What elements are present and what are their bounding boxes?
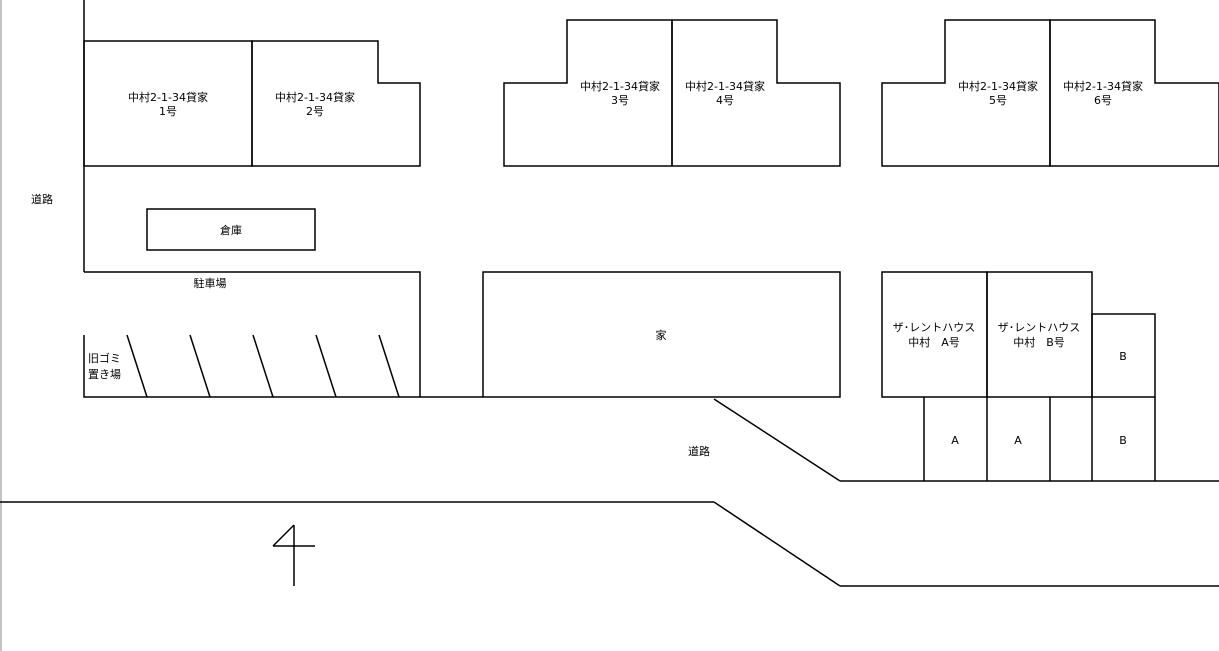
unit-2-outline xyxy=(251,40,421,167)
unit-6-name: 中村2-1-34貸家 xyxy=(1063,79,1143,93)
unit-4-name: 中村2-1-34貸家 xyxy=(685,79,765,93)
rent-house-b-number: 中村 B号 xyxy=(1013,335,1065,349)
road-label-left: 道路 xyxy=(31,192,53,206)
parking-stall-line xyxy=(189,334,211,398)
unit-2-name: 中村2-1-34貸家 xyxy=(275,90,355,104)
unit-2-number: 2号 xyxy=(306,105,324,118)
unit-3-name: 中村2-1-34貸家 xyxy=(580,79,660,93)
unit-4-outline xyxy=(671,19,841,167)
warehouse-label: 倉庫 xyxy=(220,223,242,237)
unit-1-name: 中村2-1-34貸家 xyxy=(128,90,208,104)
rent-house-a-number: 中村 A号 xyxy=(908,335,960,349)
unit-1-number: 1号 xyxy=(159,105,177,118)
parking-stall-line xyxy=(378,334,400,398)
unit-3-number: 3号 xyxy=(611,94,629,107)
unit-4-number: 4号 xyxy=(716,94,734,107)
slot-a2-label: A xyxy=(1014,434,1022,447)
unit-5-outline xyxy=(881,19,1051,167)
old-trash-label-2: 置き場 xyxy=(88,368,121,381)
rent-house-a-name: ザ･レントハウス xyxy=(893,321,976,334)
unit-3-outline xyxy=(503,19,673,167)
rent-house-a-outline xyxy=(881,271,988,398)
slot-b-top-label: B xyxy=(1119,350,1127,363)
parking-slot-b-top xyxy=(1091,313,1156,398)
house-label: 家 xyxy=(656,328,667,342)
rent-house-b-name: ザ･レントハウス xyxy=(998,321,1081,334)
parking-stall-line xyxy=(315,334,337,398)
parking-stall-line xyxy=(126,334,148,398)
house-outline xyxy=(482,271,841,398)
road-edge-bottom-diagonal xyxy=(713,501,841,587)
old-trash-label-1: 旧ゴミ xyxy=(88,351,121,365)
road-label-bottom: 道路 xyxy=(688,444,710,458)
parking-label: 駐車場 xyxy=(194,276,227,290)
parking-stall-line xyxy=(252,334,274,398)
slot-b-bottom-label: B xyxy=(1119,434,1127,447)
slot-a1-label: A xyxy=(951,434,959,447)
rent-house-b-outline xyxy=(986,271,1093,398)
unit-5-name: 中村2-1-34貸家 xyxy=(958,79,1038,93)
unit-6-outline xyxy=(1049,19,1219,167)
warehouse-outline xyxy=(146,208,316,251)
parking-outline xyxy=(83,271,421,398)
unit-5-number: 5号 xyxy=(989,94,1007,107)
road-edge-diagonal xyxy=(713,398,841,482)
unit-6-number: 6号 xyxy=(1094,94,1112,107)
north-arrow-icon xyxy=(272,524,315,586)
